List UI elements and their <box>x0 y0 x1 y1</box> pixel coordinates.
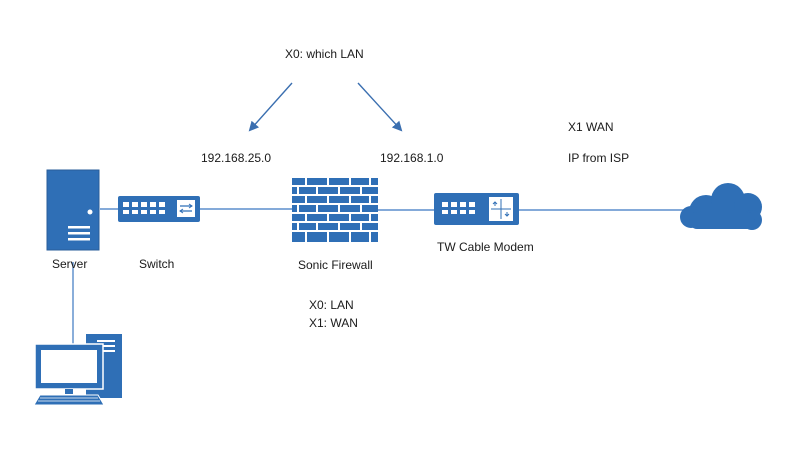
arrow-to-right-subnet <box>357 82 403 132</box>
desktop-computer-icon <box>33 334 122 406</box>
note-which-lan: X0: which LAN <box>285 47 364 61</box>
subnet-right-label: 192.168.1.0 <box>380 151 444 165</box>
firewall-label: Sonic Firewall <box>298 258 373 272</box>
network-switch-icon <box>118 196 200 222</box>
wan-ip-label: IP from ISP <box>568 151 630 165</box>
wan-port-label: X1 WAN <box>568 120 614 134</box>
modem-label: TW Cable Modem <box>437 240 534 254</box>
firewall-brick-icon <box>292 178 378 242</box>
port-x1-label: X1: WAN <box>309 316 358 330</box>
internet-cloud-icon <box>680 183 762 230</box>
switch-label: Switch <box>139 257 175 271</box>
port-x0-label: X0: LAN <box>309 298 354 312</box>
arrow-to-left-subnet <box>248 82 293 132</box>
note-arrows <box>248 82 403 132</box>
subnet-left-label: 192.168.25.0 <box>201 151 272 165</box>
cable-modem-icon <box>434 193 519 225</box>
server-icon <box>46 169 100 251</box>
connection-lines <box>72 208 684 345</box>
server-label: Server <box>52 257 88 271</box>
